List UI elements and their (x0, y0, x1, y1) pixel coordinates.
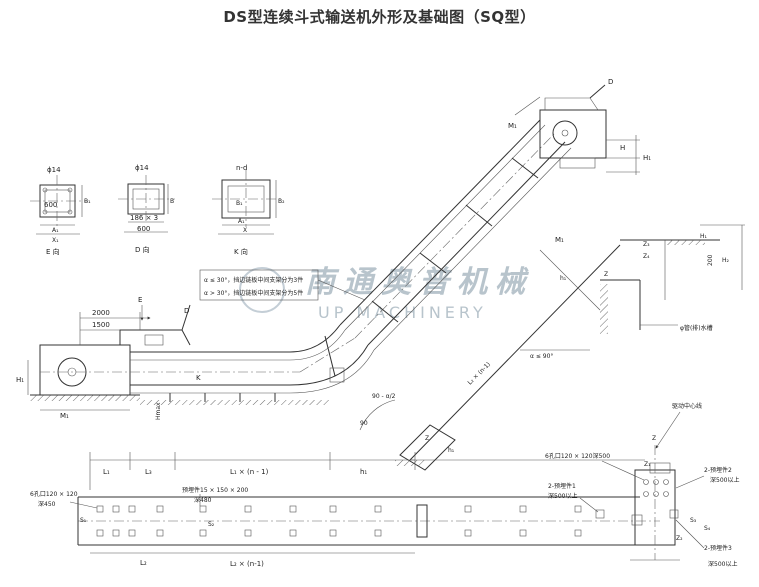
label-h1-head: H₁ (643, 154, 651, 162)
notes-box: α ≤ 30°，挡边链板中间支架分为3件 α > 30°，挡边链板中间支架分为5… (199, 269, 366, 301)
detail-pipe: φ管(排)水槽 (680, 324, 713, 332)
bottom-s1: S₁ (80, 517, 87, 524)
deep480: 深480 (194, 496, 212, 504)
d-dim1: 186 × 3 (130, 214, 158, 222)
dim-1500: 1500 (92, 321, 110, 329)
watermark: 南通奥普机械 UP MACHINERY (239, 265, 533, 322)
label-m1b: M₁ (555, 236, 564, 244)
watermark-en: UP MACHINERY (318, 303, 487, 322)
e-x1: X₁ (52, 237, 59, 244)
k-nd: n-d (236, 164, 247, 172)
emb3b: 深500以上 (708, 560, 737, 568)
view-e: ϕ14 600 A₁ X₁ B₁ E 向 (30, 166, 91, 256)
k-label: K 向 (234, 247, 248, 256)
d-label: D 向 (135, 245, 150, 254)
bottom-l1: L₁ (103, 468, 110, 476)
label-hmax: Hmax (155, 402, 162, 420)
label-k: K (196, 374, 201, 382)
d-phi: ϕ14 (135, 164, 149, 172)
bottom-z-small: Z (652, 435, 656, 442)
bottom-l2: L₂ (140, 559, 147, 567)
label-angle: α ≤ 90° (530, 353, 553, 360)
detail-z3: Z₃ (643, 241, 650, 248)
bottom-l3: L₃ (145, 468, 152, 476)
label-m1: M₁ (60, 412, 69, 420)
bottom-z1: Z₁ (644, 461, 651, 468)
label-m-head: M₁ (508, 122, 517, 130)
bottom-s4: S₄ (704, 525, 711, 532)
label-d-top: D (608, 78, 613, 86)
watermark-logo (239, 267, 285, 313)
note-line1: α ≤ 30°，挡边链板中间支架分为3件 (204, 276, 303, 284)
e-b1: B₁ (84, 198, 91, 205)
k-a1: A₁ (238, 218, 245, 225)
label-l2: L₂ × (n-1) (466, 361, 492, 387)
detail-h1: H₁ (700, 233, 708, 240)
k-b2: B₂ (278, 198, 285, 205)
bottom-s3: S₃ (690, 517, 697, 524)
e-a1: A₁ (52, 227, 59, 234)
detail-200: 200 (707, 254, 714, 266)
label-h-head: H (620, 144, 625, 152)
center-label: 驱动中心线 (672, 402, 702, 410)
page-title: DS型连续斗式输送机外形及基础图（SQ型） (223, 8, 536, 26)
pit-detail: Z₃ Z₄ 200 H₂ H₁ Z φ管(排)水槽 (600, 224, 745, 334)
emb1b: 深500以上 (548, 492, 577, 500)
emb2: 2-预埋件2 (704, 466, 732, 474)
view-d: ϕ14 B 186 × 3 600 D 向 (118, 164, 175, 254)
hole-left2: 深450 (38, 500, 56, 508)
label-h1b: h₁ (560, 275, 567, 282)
label-e: E (138, 296, 142, 304)
emb1: 2-预埋件1 (548, 482, 576, 490)
label-h1: H₁ (16, 376, 24, 384)
dim-2000: 2000 (92, 309, 110, 317)
label-z: Z (425, 435, 429, 442)
bottom-ln: L₁ × (n - 1) (230, 468, 269, 476)
embed-label: 预埋件15 × 150 × 200 (182, 486, 248, 494)
bottom-ln1: L₂ × (n-1) (230, 560, 264, 568)
bottom-z2: Z₂ (676, 535, 683, 542)
view-k: n-d B₁ A₁ X B₂ K 向 (212, 164, 285, 256)
k-b1: B₁ (236, 200, 243, 207)
d-dim2: 600 (137, 225, 150, 233)
e-dim600: 600 (44, 201, 57, 209)
emb2b: 深500以上 (710, 476, 739, 484)
label-90: 90 (360, 420, 368, 427)
detail-z4: Z₄ (643, 253, 650, 260)
label-h1c: h₁ (448, 447, 455, 454)
foundation-plan: L₁ L₃ L₁ × (n - 1) h₁ (30, 402, 739, 568)
e-phi: ϕ14 (47, 166, 61, 174)
detail-z: Z (604, 271, 608, 278)
emb3: 2-预埋件3 (704, 544, 732, 552)
bottom-h1: h₁ (360, 468, 367, 476)
note-line2: α > 30°，挡边链板中间支架分为5件 (204, 289, 303, 297)
bottom-s2: S₂ (208, 521, 215, 528)
k-x: X (243, 227, 247, 234)
label-90-alpha: 90 - α/2 (372, 393, 396, 400)
conveyor-elevation: 2000 1500 E D D H₁ M₁ Hmax K M₁ H H₁ (16, 78, 651, 420)
d-b: B (170, 198, 174, 205)
watermark-cn: 南通奥普机械 (305, 265, 533, 300)
e-label: E 向 (46, 247, 60, 256)
label-d: D (184, 307, 189, 315)
detail-h2: H₂ (722, 257, 730, 264)
hole-left: 6孔口120 × 120 (30, 490, 78, 498)
hole-right: 6孔口120 × 120深500 (545, 452, 610, 460)
